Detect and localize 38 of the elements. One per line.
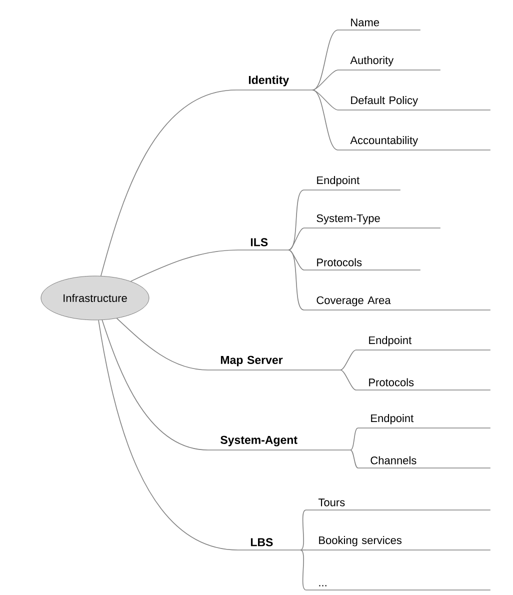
branch-line [312, 30, 338, 90]
branch-line [98, 320, 238, 550]
leaf-label: Endpoint [358, 414, 491, 428]
leaf-label: Endpoint [304, 176, 401, 190]
leaf-label: Endpoint [356, 336, 491, 350]
branch-line [340, 350, 356, 370]
leaf-label: Protocols [304, 258, 421, 270]
branch-label: Identity [236, 76, 313, 90]
leaf-label: Protocols [356, 378, 491, 390]
branch-line [312, 90, 338, 150]
branch-line [288, 190, 304, 250]
branch-line [100, 90, 236, 276]
branch-line [130, 250, 238, 282]
leaf-label: Default Policy [338, 96, 491, 110]
leaf-label: Channels [358, 456, 491, 468]
leaf-label: System-Type [304, 214, 441, 228]
branch-line [312, 70, 338, 90]
branch-line [116, 318, 208, 370]
branch-line [288, 250, 304, 270]
branch-label: Map Server [208, 356, 341, 370]
branch-line [340, 370, 356, 390]
branch-line [288, 228, 304, 250]
branch-line [102, 320, 208, 450]
leaf-label: Coverage Area [304, 296, 491, 310]
branch-line [350, 428, 358, 450]
branch-label: System-Agent [208, 436, 351, 450]
branch-label: LBS [238, 538, 301, 550]
leaf-label: Authority [338, 56, 441, 70]
leaf-label: Name [338, 18, 421, 30]
branch-line [300, 510, 306, 550]
branch-line [350, 450, 358, 468]
leaf-label: Accountability [338, 136, 491, 150]
branch-line [300, 550, 306, 590]
branch-label: ILS [238, 238, 289, 250]
leaf-label: ... [306, 585, 491, 590]
leaf-label: Booking services [306, 536, 491, 550]
branch-line [288, 250, 304, 310]
leaf-label: Tours [306, 498, 491, 510]
